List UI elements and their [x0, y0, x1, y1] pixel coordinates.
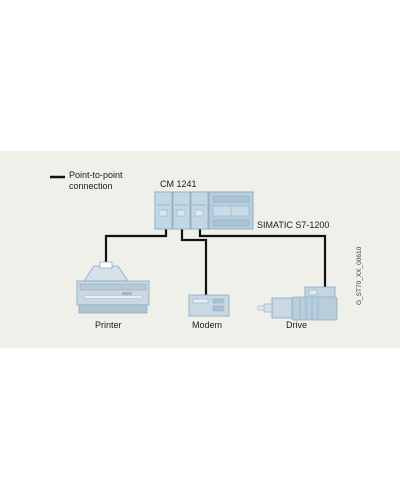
printer-label: Printer — [95, 320, 122, 330]
simatic-s7-1200-label: SIMATIC S7-1200 — [257, 220, 330, 230]
cm-1241-label: CM 1241 — [160, 179, 197, 189]
point-to-point-connections — [104, 229, 327, 295]
printer-connection-line — [104, 229, 168, 266]
printer-icon — [76, 261, 150, 314]
drive-label: Drive — [286, 320, 308, 330]
document-id: G_ST70_XX_00610 — [356, 246, 363, 305]
legend-line2: connection — [69, 181, 113, 191]
drive-connection-line — [198, 229, 327, 287]
modem-label: Modem — [192, 320, 223, 330]
simatic-s7-1200-plc — [154, 191, 254, 230]
drive-motor-icon — [257, 286, 338, 321]
legend-line1: Point-to-point — [69, 170, 123, 180]
modem-icon — [188, 294, 230, 317]
modem-connection-line — [180, 229, 208, 295]
legend-label: Point-to-point connection — [69, 170, 123, 192]
